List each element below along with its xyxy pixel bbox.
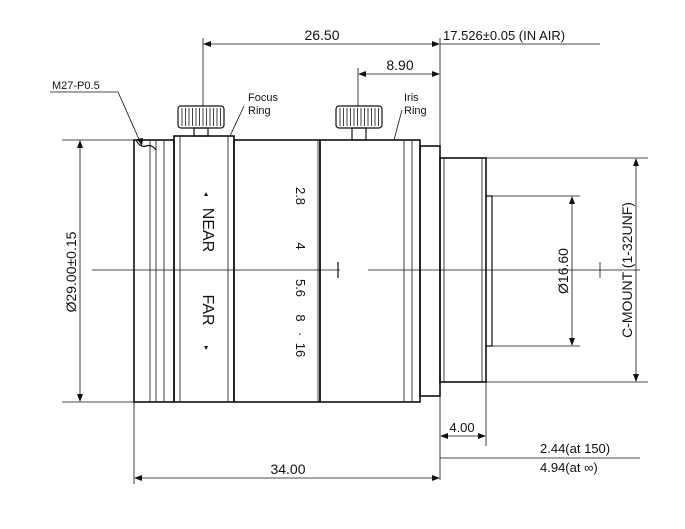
fstop-8: 8: [293, 314, 308, 321]
dim-26-50: [202, 38, 441, 158]
middle-barrel: [233, 139, 321, 403]
iris-ring-label-1: Iris: [404, 92, 419, 104]
focus-ring: [173, 135, 235, 403]
iris-ring-label-2: Ring: [404, 105, 427, 117]
near-arrow: ◂: [202, 192, 211, 196]
dim-17-526-label: 17.526±0.05 (IN AIR): [443, 28, 565, 43]
dim-16-60-label: Ø16.60: [555, 248, 571, 294]
fstop-2-8: 2.8: [293, 187, 308, 205]
front-barrel: [133, 139, 175, 403]
fstop-dot: ·: [293, 332, 308, 336]
focus-screw: [177, 105, 225, 137]
fstop-4: 4: [293, 242, 308, 249]
dim-4-00: [439, 382, 487, 480]
focus-ring-label-1: Focus: [248, 92, 278, 104]
far-label: FAR: [199, 294, 216, 325]
dim-8-90-label: 8.90: [386, 57, 413, 73]
far-arrow: ▸: [202, 346, 211, 350]
dim-2-44-label: 2.44(at 150): [540, 441, 610, 456]
thread-label: M27-P0.5: [52, 80, 100, 92]
iris-ring-leader: [393, 109, 403, 141]
dim-c-mount: [486, 157, 648, 383]
thread-notch: [135, 139, 157, 151]
rear-lens-step: [486, 195, 493, 347]
dim-4-00-label: 4.00: [449, 420, 474, 435]
dim-34-00-label: 34.00: [270, 461, 305, 477]
rear-flange: [419, 145, 441, 397]
thread-callout: [50, 91, 143, 147]
dim-29-00: [62, 139, 134, 403]
c-mount-label: C-MOUNT (1-32UNF): [619, 202, 635, 338]
focus-ring-leader: [229, 105, 245, 137]
iris-ring: [319, 139, 421, 403]
dim-4-94-label: 4.94(at ∞): [540, 460, 598, 475]
dim-34-00: [133, 402, 440, 484]
dim-8-90: [357, 68, 440, 106]
fstop-16: 16: [293, 343, 308, 357]
near-label: NEAR: [199, 208, 216, 252]
lens-body: [133, 135, 493, 403]
iris-screw: [335, 105, 383, 141]
dim-16-60: [492, 195, 580, 347]
dim-26-50-label: 26.50: [304, 27, 339, 43]
fstop-5-6: 5.6: [293, 279, 308, 297]
focus-ring-label-2: Ring: [248, 105, 271, 117]
dim-29-00-label: Ø29.00±0.15: [63, 231, 79, 312]
